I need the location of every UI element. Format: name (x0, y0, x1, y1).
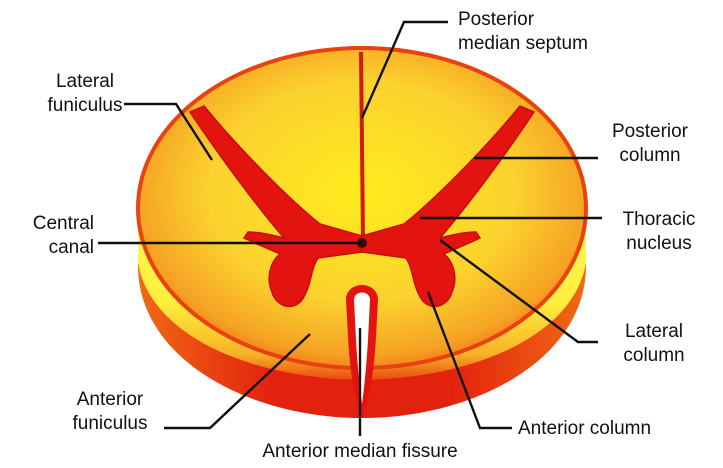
label-lateral-column: Lateral column (602, 320, 706, 368)
label-anterior-column: Anterior column (518, 417, 651, 441)
label-posterior-median-septum: Posterior median septum (458, 8, 588, 56)
label-thoracic-nucleus: Thoracic nucleus (600, 208, 718, 256)
label-central-canal: Central canal (4, 212, 94, 260)
label-anterior-median-fissure: Anterior median fissure (225, 440, 495, 464)
label-anterior-funiculus: Anterior funiculus (50, 388, 170, 436)
label-lateral-funiculus: Lateral funiculus (30, 70, 140, 118)
posterior-median-septum-line (361, 52, 363, 240)
label-posterior-column: Posterior column (590, 120, 710, 168)
